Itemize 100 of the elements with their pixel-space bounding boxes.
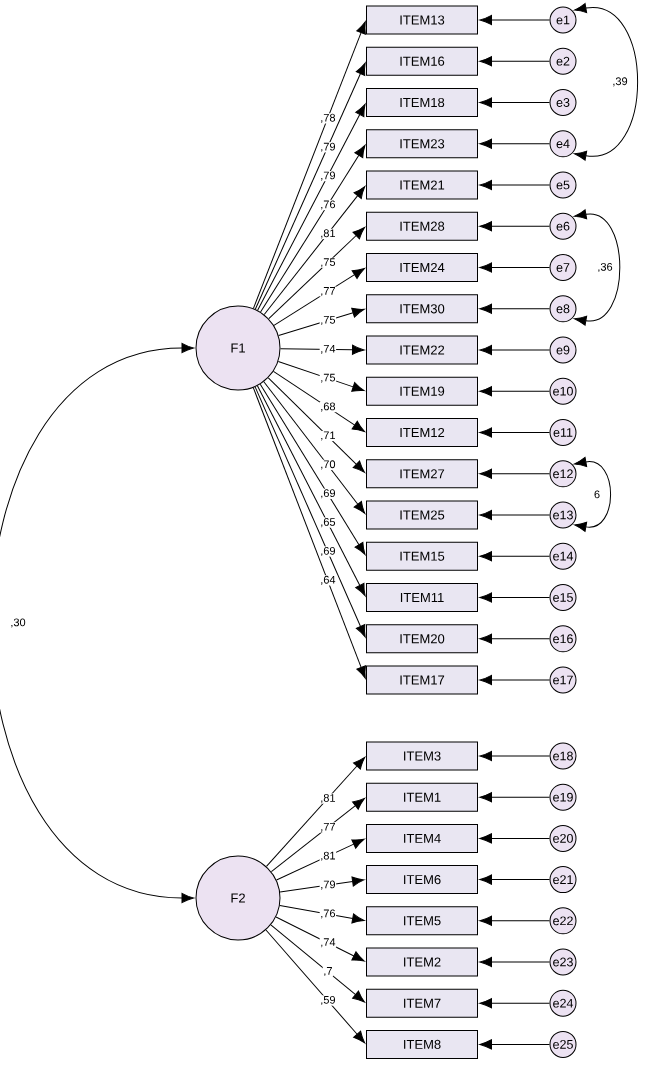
item-box: ITEM13	[366, 5, 478, 35]
item-box: ITEM6	[366, 865, 478, 895]
edge-label: ,70	[319, 459, 337, 471]
arrow	[273, 268, 365, 326]
arrow	[279, 876, 365, 893]
item-box: ITEM24	[366, 253, 478, 282]
arrow	[479, 138, 550, 149]
arrow	[275, 916, 365, 962]
arrow	[280, 344, 365, 355]
edge-label: ,36	[596, 262, 614, 273]
edge-label: ,69	[319, 546, 337, 557]
arrow	[277, 361, 365, 392]
item-box: ITEM5	[366, 906, 478, 936]
item-box: ITEM16	[366, 46, 478, 76]
item-box: ITEM18	[366, 88, 478, 117]
arrow	[257, 103, 366, 311]
item-box: ITEM7	[366, 988, 478, 1018]
arrow	[479, 386, 550, 397]
arrow	[479, 509, 550, 521]
edge-label: ,39	[611, 76, 629, 88]
item-box: ITEM17	[366, 665, 478, 695]
item-box: ITEM28	[366, 211, 478, 241]
item-box: ITEM11	[366, 583, 478, 612]
arrow	[479, 915, 550, 926]
item-box: ITEM8	[366, 1029, 478, 1059]
edge-label: ,74	[319, 344, 337, 355]
arrow	[267, 377, 366, 473]
arrow	[270, 797, 365, 873]
arrow	[479, 468, 550, 479]
item-box: ITEM23	[366, 129, 478, 159]
arrow	[479, 674, 550, 686]
arrow	[256, 385, 366, 597]
item-box: ITEM27	[366, 459, 478, 489]
arrow	[479, 833, 550, 844]
arrow	[265, 756, 366, 867]
arrow	[265, 929, 366, 1044]
arrow	[479, 56, 550, 67]
edge-label: ,75	[319, 315, 337, 326]
item-box: ITEM4	[366, 823, 478, 853]
arrow	[479, 998, 550, 1009]
covariance-arrow	[0, 342, 195, 904]
arrow	[263, 381, 366, 514]
edge-label: ,69	[319, 488, 337, 499]
covariance-arrow	[574, 209, 621, 326]
item-box: ITEM3	[366, 741, 478, 771]
edge-label: ,7	[322, 966, 334, 977]
covariance-arrow	[574, 3, 639, 161]
arrow	[479, 303, 550, 314]
arrow	[479, 1039, 550, 1050]
edge-label: ,74	[319, 937, 337, 948]
edge-label: ,59	[319, 995, 337, 1006]
edge-label: ,65	[319, 517, 337, 528]
arrow	[279, 904, 365, 924]
arrow	[479, 956, 550, 968]
arrow	[252, 21, 366, 309]
arrow	[268, 227, 366, 320]
arrow	[479, 221, 550, 232]
arrow	[278, 307, 365, 337]
covariance-arrow	[574, 456, 612, 532]
arrow	[272, 370, 365, 432]
item-box: ITEM30	[366, 294, 478, 324]
arrow	[479, 97, 550, 108]
edge-label: ,75	[319, 373, 337, 384]
edge-label: ,81	[319, 851, 337, 862]
item-box: ITEM19	[366, 376, 478, 406]
edge-label: ,81	[319, 228, 337, 240]
item-box: ITEM20	[366, 624, 478, 654]
edge-label: ,78	[319, 113, 337, 124]
arrow	[479, 750, 550, 762]
arrow	[479, 792, 550, 803]
edge-label: ,81	[319, 793, 337, 804]
edge-label: ,71	[319, 430, 337, 442]
arrow	[479, 14, 550, 26]
arrow	[260, 144, 366, 313]
edge-label: ,79	[319, 879, 337, 891]
item-box: ITEM12	[366, 418, 478, 447]
edge-label: ,75	[319, 257, 337, 268]
arrow	[479, 592, 550, 603]
arrow	[479, 551, 550, 562]
arrow	[479, 427, 550, 438]
item-box: ITEM15	[366, 541, 478, 571]
arrow	[254, 62, 366, 310]
edge-label: ,77	[319, 286, 337, 297]
edge-label: 6	[593, 489, 601, 499]
item-box: ITEM2	[366, 947, 478, 977]
arrow	[263, 186, 366, 316]
arrow	[259, 383, 366, 555]
edge-label: ,79	[319, 142, 337, 153]
edge-label: ,30	[9, 617, 27, 629]
arrow	[479, 179, 550, 191]
arrow	[479, 633, 550, 644]
item-box: ITEM1	[366, 782, 478, 812]
arrow	[479, 874, 550, 885]
item-box: ITEM22	[366, 335, 478, 365]
edge-label: ,79	[319, 170, 337, 182]
item-box: ITEM21	[366, 170, 478, 200]
arrow	[254, 386, 366, 638]
edge-label: ,68	[319, 401, 337, 413]
edge-label: ,77	[319, 822, 337, 833]
arrow	[479, 262, 550, 273]
